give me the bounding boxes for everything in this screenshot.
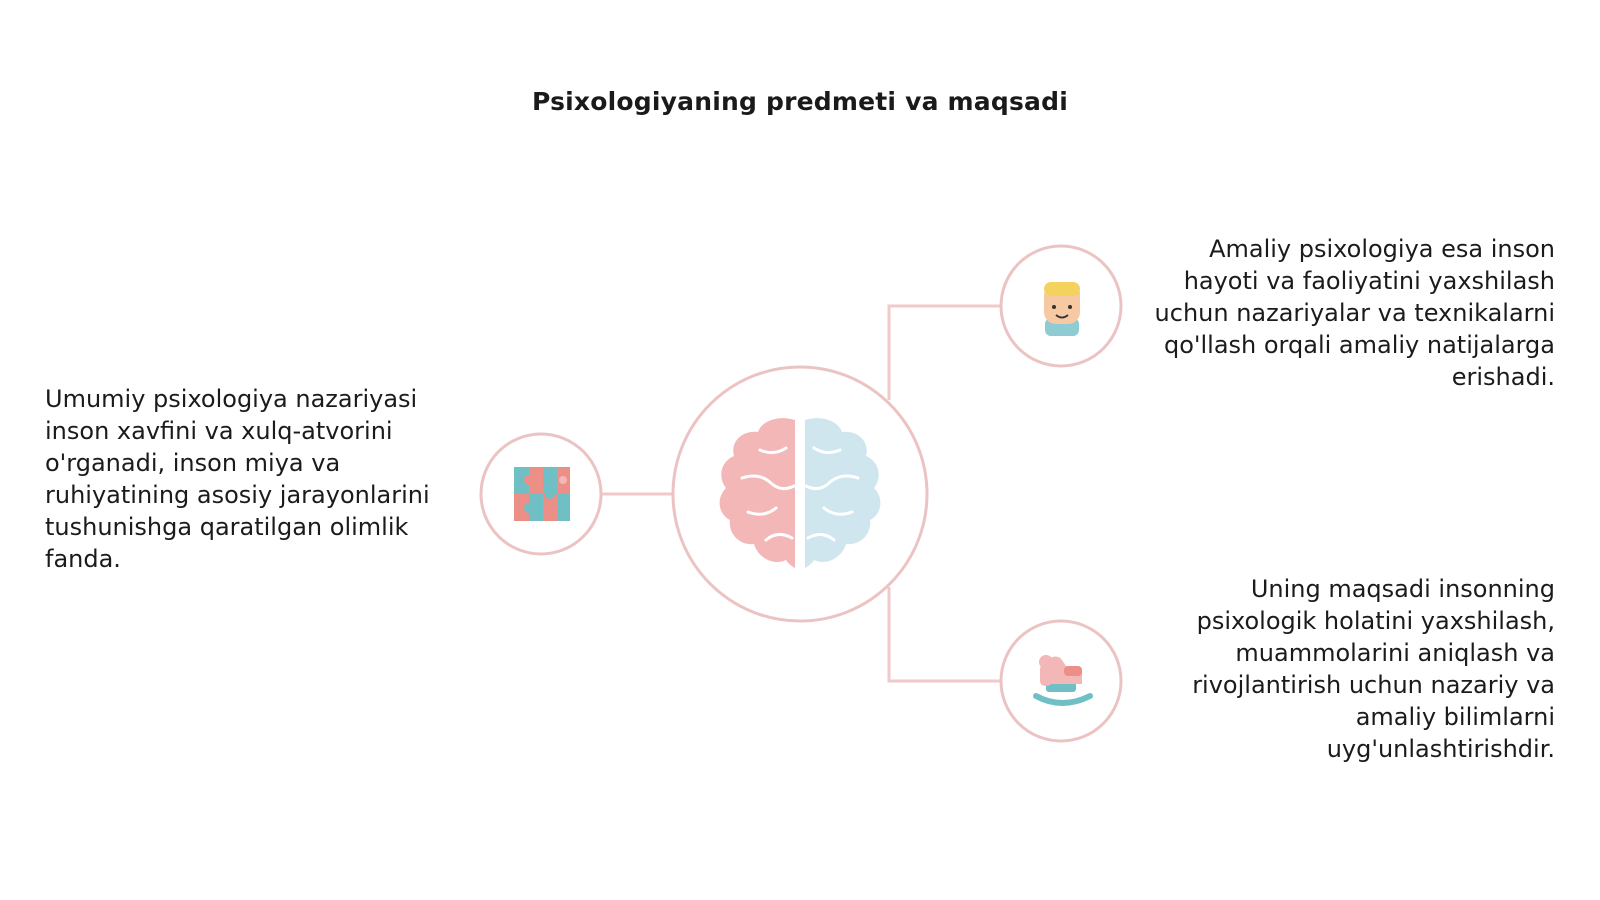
connector-top-right bbox=[887, 304, 1000, 400]
center-node-circle bbox=[671, 365, 929, 623]
center-node bbox=[671, 365, 929, 623]
node-top-right-description: Amaliy psixologiya esa inson hayoti va f… bbox=[1154, 235, 1555, 391]
node-left-description: Umumiy psixologiya nazariyasi inson xavf… bbox=[45, 385, 430, 573]
connectors bbox=[601, 304, 1000, 683]
node-left bbox=[479, 432, 603, 556]
node-bottom-right-description: Uning maqsadi insonning psixologik holat… bbox=[1192, 575, 1555, 763]
rocking-horse-icon bbox=[1033, 655, 1093, 706]
brain-icon bbox=[719, 418, 881, 568]
node-top-right bbox=[999, 244, 1123, 368]
person-icon bbox=[1043, 282, 1080, 336]
puzzle-icon bbox=[514, 467, 570, 521]
node-bottom-right bbox=[999, 619, 1123, 743]
page-title: Psixologiyaning predmeti va maqsadi bbox=[532, 87, 1068, 116]
connector-bottom-right bbox=[887, 587, 1000, 683]
